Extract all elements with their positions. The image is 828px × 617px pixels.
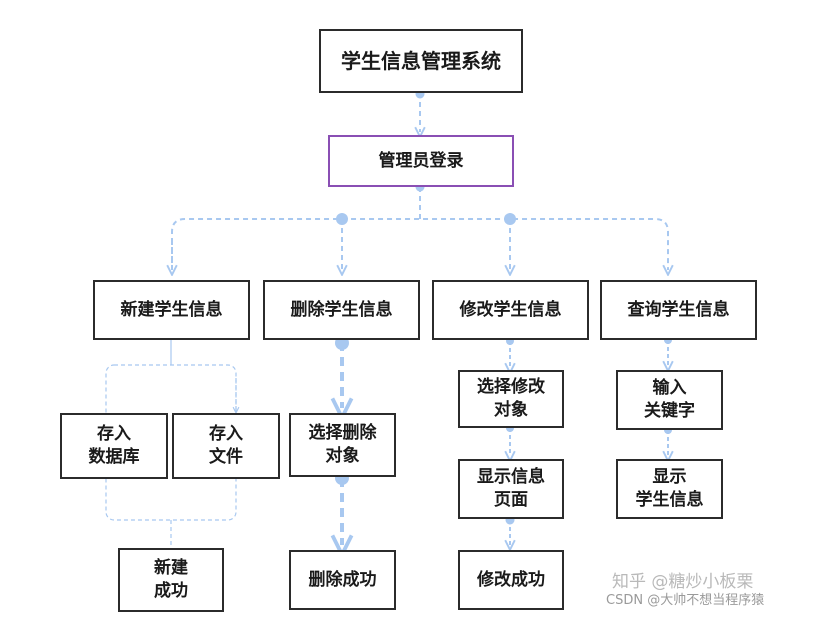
connector-dot: [336, 213, 348, 225]
node-modify-success: 修改成功: [458, 550, 564, 610]
node-save-database: 存入 数据库: [60, 413, 168, 479]
node-input-keyword: 输入 关键字: [616, 370, 723, 430]
node-save-file: 存入 文件: [172, 413, 280, 479]
node-show-info-page: 显示信息 页面: [458, 459, 564, 519]
node-modify-student: 修改学生信息: [432, 280, 589, 340]
node-admin-login: 管理员登录: [328, 135, 514, 187]
watermark-csdn: CSDN @大帅不想当程序猿: [606, 593, 765, 608]
node-select-delete-target: 选择删除 对象: [289, 413, 396, 477]
node-query-student: 查询学生信息: [600, 280, 757, 340]
node-delete-success: 删除成功: [289, 550, 396, 610]
connector-dot: [504, 213, 516, 225]
node-create-student: 新建学生信息: [93, 280, 250, 340]
node-root: 学生信息管理系统: [319, 29, 523, 93]
node-select-modify-target: 选择修改 对象: [458, 370, 564, 428]
watermark-zhihu: 知乎 @糖炒小板栗: [612, 572, 754, 592]
node-create-success: 新建 成功: [118, 548, 224, 612]
node-show-student-info: 显示 学生信息: [616, 459, 723, 519]
save-group-frame: [105, 364, 237, 521]
connector-bus: [171, 218, 668, 270]
node-delete-student: 删除学生信息: [263, 280, 420, 340]
